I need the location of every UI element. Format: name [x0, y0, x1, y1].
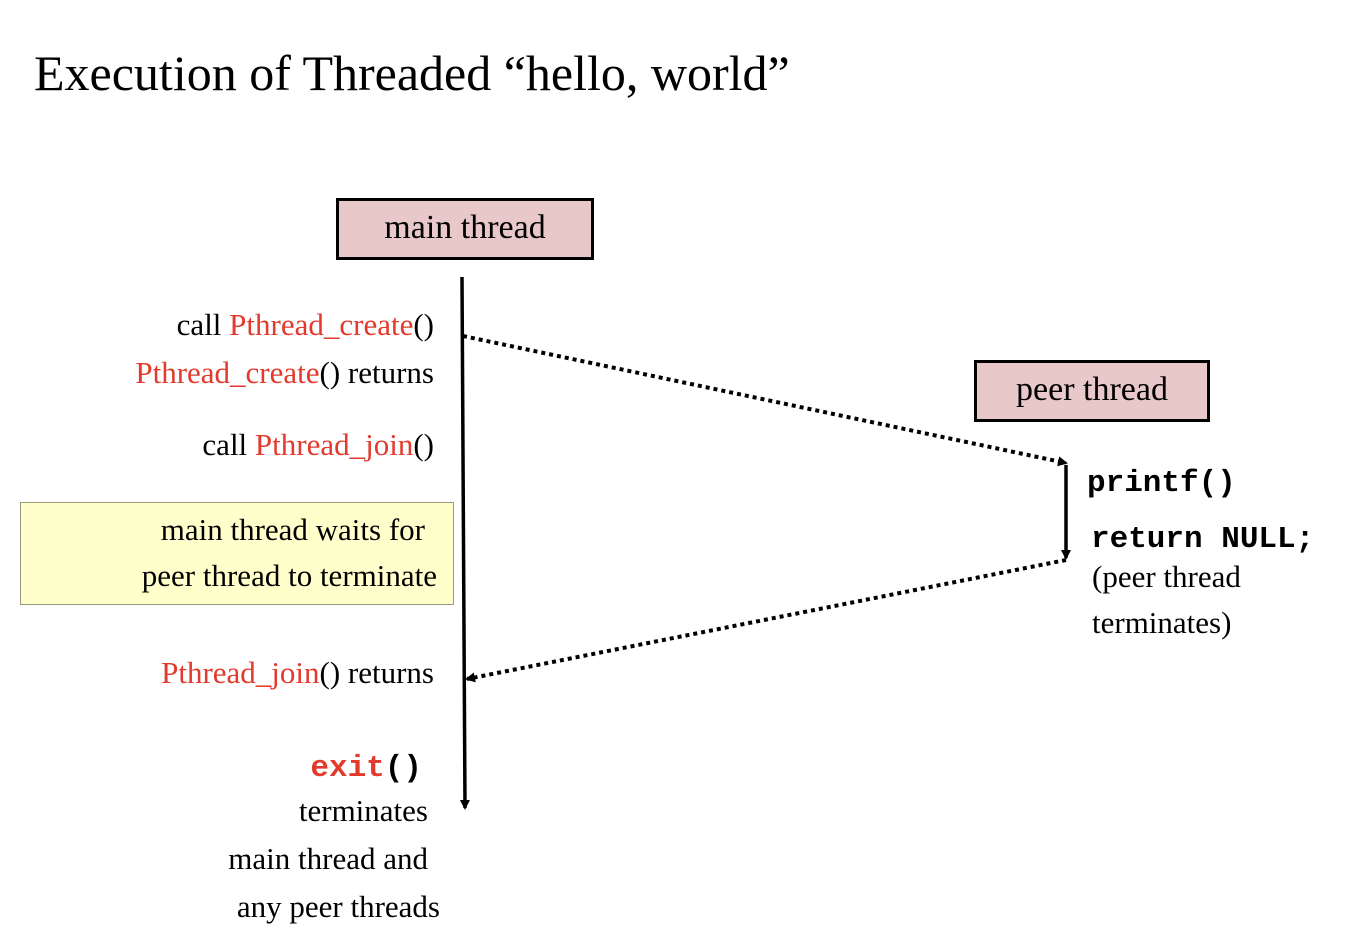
- exit-desc-line2: main thread and: [228, 841, 428, 876]
- exit-desc-line1: terminates: [298, 793, 428, 828]
- call-join-label: call Pthread_join(): [202, 427, 434, 462]
- exit-label: exit(): [310, 751, 422, 786]
- create-arrow: [462, 334, 1068, 467]
- wait-note-line1: main thread waits for: [160, 512, 425, 547]
- main-thread-label: main thread: [384, 209, 546, 246]
- wait-note-line2: peer thread to terminate: [141, 558, 437, 593]
- page-title: Execution of Threaded “hello, world”: [34, 45, 790, 101]
- return-null-label: return NULL;: [1091, 522, 1315, 557]
- main-thread-timeline: [459, 276, 470, 810]
- main-thread-box: main thread: [336, 198, 594, 260]
- call-create-label: call Pthread_create(): [176, 307, 434, 342]
- wait-note: main thread waits for peer thread to ter…: [20, 502, 454, 605]
- peer-thread-label: peer thread: [1016, 371, 1168, 408]
- join-arrow: [465, 558, 1067, 683]
- peer-terminates-line2: terminates): [1092, 605, 1232, 640]
- join-returns-label: Pthread_join() returns: [161, 655, 434, 690]
- peer-terminates-line1: (peer thread: [1092, 559, 1241, 594]
- printf-label: printf(): [1087, 466, 1236, 501]
- create-returns-label: Pthread_create() returns: [135, 355, 434, 390]
- exit-desc-line3: any peer threads: [236, 889, 440, 924]
- peer-thread-box: peer thread: [974, 360, 1210, 422]
